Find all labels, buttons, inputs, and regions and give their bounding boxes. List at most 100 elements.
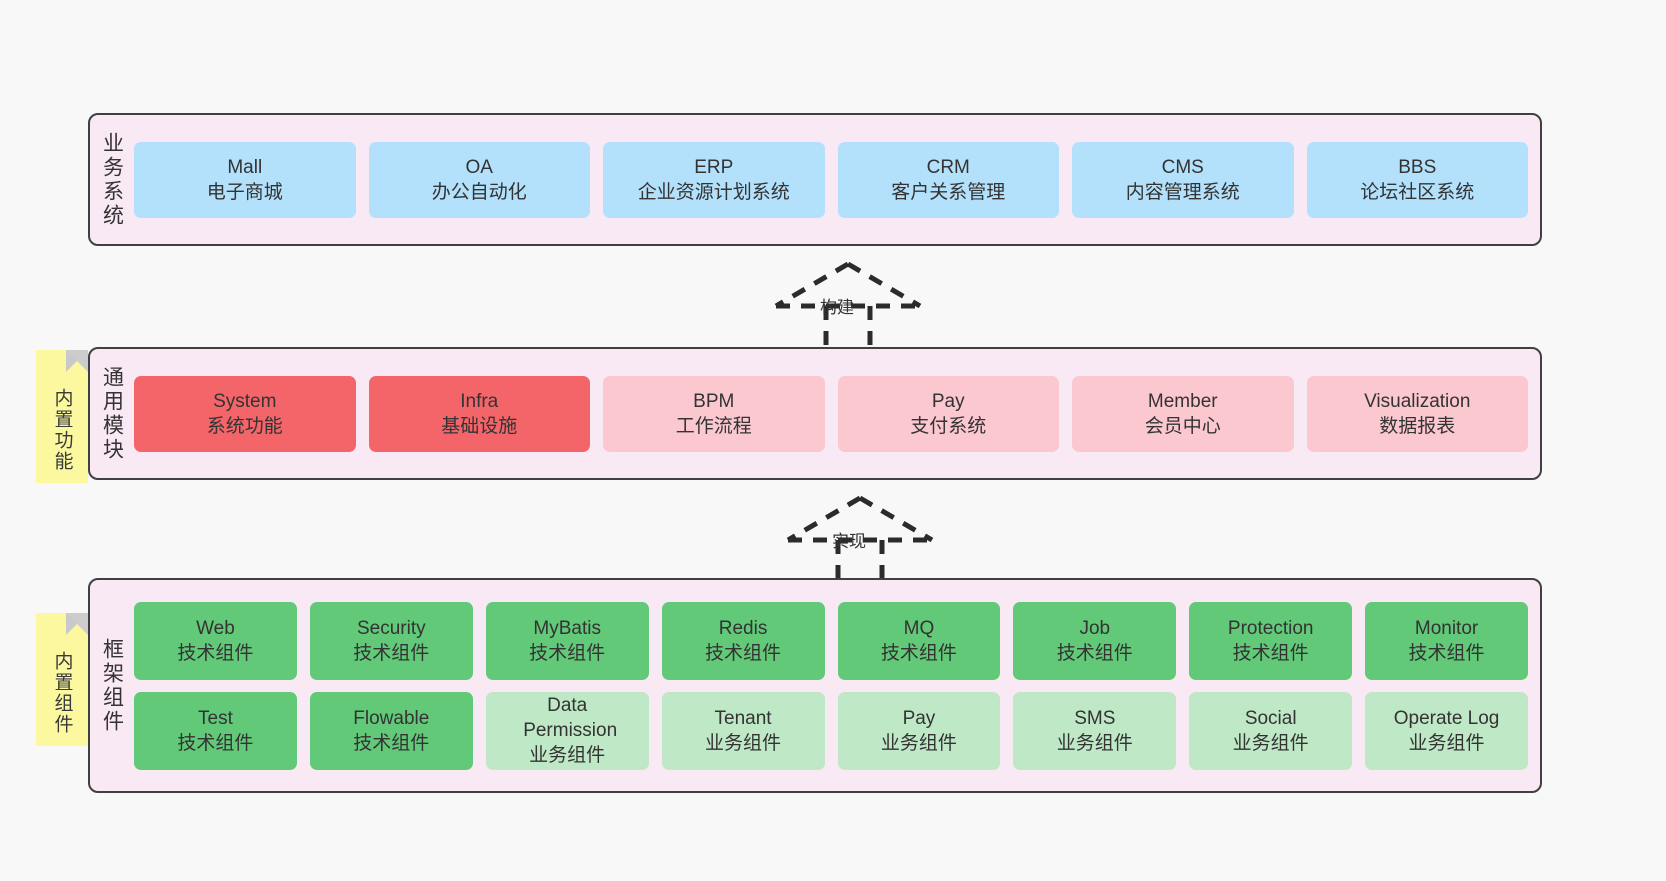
card-flowable[interactable]: Flowable 技术组件: [309, 691, 473, 770]
card-title: BPM: [693, 390, 735, 412]
card-mybatis[interactable]: MyBatis 技术组件: [485, 601, 649, 680]
card-monitor[interactable]: Monitor 技术组件: [1365, 601, 1528, 680]
card-title: SMS: [1074, 707, 1116, 729]
card-system[interactable]: System 系统功能: [134, 375, 356, 452]
layer-title-framework-component: 框架组件: [100, 637, 124, 734]
card-title: Member: [1147, 390, 1218, 412]
card-subtitle: 业务组件: [1408, 732, 1485, 754]
card-subtitle: 业务组件: [529, 745, 606, 766]
card-data-permission[interactable]: Data Permission 业务组件: [485, 691, 649, 770]
builtin-component-note-label: 内置组件: [51, 650, 73, 735]
card-title: Security: [356, 617, 426, 639]
card-infra[interactable]: Infra 基础设施: [368, 375, 590, 452]
card-crm[interactable]: CRM 客户关系管理: [837, 141, 1059, 218]
connector-implement-arrow-icon: [786, 495, 934, 582]
card-subtitle: 论坛社区系统: [1360, 181, 1475, 203]
card-subtitle: 技术组件: [1408, 642, 1485, 664]
layer-common-module: 通用模块 System 系统功能 Infra 基础设施 BPM 工作流程 Pay…: [88, 347, 1542, 480]
card-visualization[interactable]: Visualization 数据报表: [1306, 375, 1528, 452]
card-pay-component[interactable]: Pay 业务组件: [837, 691, 1001, 770]
builtin-function-note-label: 内置功能: [51, 387, 73, 472]
card-title: Infra: [460, 390, 499, 412]
card-title: BBS: [1398, 156, 1437, 178]
card-subtitle: 电子商城: [206, 181, 283, 203]
connector-build: 构建: [760, 258, 940, 350]
card-title: Social: [1244, 707, 1297, 729]
card-bpm[interactable]: BPM 工作流程: [603, 375, 825, 452]
card-cms[interactable]: CMS 内容管理系统: [1072, 141, 1294, 218]
card-oa[interactable]: OA 办公自动化: [368, 141, 590, 218]
layer-body-common-module: System 系统功能 Infra 基础设施 BPM 工作流程 Pay 支付系统…: [134, 349, 1540, 478]
framework-biz-row: Test 技术组件 Flowable 技术组件 Data Permission …: [134, 691, 1528, 770]
card-subtitle: 业务组件: [1056, 732, 1133, 754]
note-fold-icon: [66, 350, 88, 372]
card-sms[interactable]: SMS 业务组件: [1013, 691, 1177, 770]
card-title: CRM: [926, 156, 970, 178]
card-title: Pay: [902, 707, 936, 729]
connector-build-arrow-icon: [774, 261, 922, 348]
card-title: Test: [198, 707, 233, 729]
card-subtitle: 内容管理系统: [1125, 181, 1240, 203]
layer-body-framework-component: Web 技术组件 Security 技术组件 MyBatis 技术组件 Redi…: [134, 580, 1540, 791]
card-subtitle: 会员中心: [1144, 415, 1221, 437]
card-title: OA: [465, 156, 493, 178]
card-title: Pay: [931, 390, 965, 412]
layer-business-system: 业务系统 Mall 电子商城 OA 办公自动化 ERP 企业资源计划系统 CRM…: [88, 113, 1542, 246]
layer-title-business-system: 业务系统: [100, 131, 124, 228]
card-test[interactable]: Test 技术组件: [134, 691, 297, 770]
card-title: Visualization: [1364, 390, 1471, 412]
card-bbs[interactable]: BBS 论坛社区系统: [1306, 141, 1528, 218]
connector-implement-label: 实现: [832, 532, 866, 551]
card-subtitle: 技术组件: [1056, 642, 1133, 664]
card-subtitle: 技术组件: [353, 732, 430, 754]
card-security[interactable]: Security 技术组件: [309, 601, 473, 680]
card-subtitle: 基础设施: [441, 415, 518, 437]
card-tenant[interactable]: Tenant 业务组件: [661, 691, 825, 770]
card-mq[interactable]: MQ 技术组件: [837, 601, 1001, 680]
card-erp[interactable]: ERP 企业资源计划系统: [603, 141, 825, 218]
card-title: MyBatis: [533, 617, 601, 639]
card-subtitle: 技术组件: [353, 642, 430, 664]
card-title: Tenant: [714, 707, 772, 729]
card-social[interactable]: Social 业务组件: [1189, 691, 1353, 770]
card-title: Web: [196, 617, 235, 639]
card-subtitle: 技术组件: [705, 642, 782, 664]
card-operate-log[interactable]: Operate Log 业务组件: [1365, 691, 1528, 770]
card-subtitle: 业务组件: [880, 732, 957, 754]
card-subtitle: 工作流程: [675, 415, 752, 437]
card-member[interactable]: Member 会员中心: [1072, 375, 1294, 452]
card-title: MQ: [903, 617, 935, 639]
card-title: Operate Log: [1393, 707, 1500, 729]
card-title: Flowable: [353, 707, 430, 729]
card-subtitle: 数据报表: [1379, 415, 1456, 437]
note-fold-icon: [66, 613, 88, 635]
card-title: Data Permission: [523, 695, 618, 741]
card-redis[interactable]: Redis 技术组件: [661, 601, 825, 680]
card-title: Job: [1079, 617, 1111, 639]
layer-framework-component: 框架组件 Web 技术组件 Security 技术组件 MyBatis 技术组件…: [88, 578, 1542, 793]
card-subtitle: 技术组件: [177, 732, 254, 754]
card-subtitle: 业务组件: [705, 732, 782, 754]
card-subtitle: 技术组件: [1232, 642, 1309, 664]
card-title: Protection: [1227, 617, 1314, 639]
card-pay[interactable]: Pay 支付系统: [837, 375, 1059, 452]
card-title: Redis: [718, 617, 768, 639]
card-subtitle: 系统功能: [206, 415, 283, 437]
builtin-component-note: 内置组件: [36, 613, 88, 746]
framework-tech-row: Web 技术组件 Security 技术组件 MyBatis 技术组件 Redi…: [134, 601, 1528, 680]
card-title: Monitor: [1414, 617, 1479, 639]
card-title: System: [213, 390, 277, 412]
builtin-function-note: 内置功能: [36, 350, 88, 483]
card-web[interactable]: Web 技术组件: [134, 601, 297, 680]
card-subtitle: 业务组件: [1232, 732, 1309, 754]
card-subtitle: 技术组件: [177, 642, 254, 664]
card-subtitle: 技术组件: [529, 642, 606, 664]
card-mall[interactable]: Mall 电子商城: [134, 141, 356, 218]
card-subtitle: 支付系统: [910, 415, 987, 437]
card-title: CMS: [1161, 156, 1204, 178]
card-subtitle: 办公自动化: [431, 181, 527, 203]
card-title: ERP: [694, 156, 734, 178]
card-protection[interactable]: Protection 技术组件: [1189, 601, 1353, 680]
card-subtitle: 企业资源计划系统: [637, 181, 790, 203]
card-job[interactable]: Job 技术组件: [1013, 601, 1177, 680]
